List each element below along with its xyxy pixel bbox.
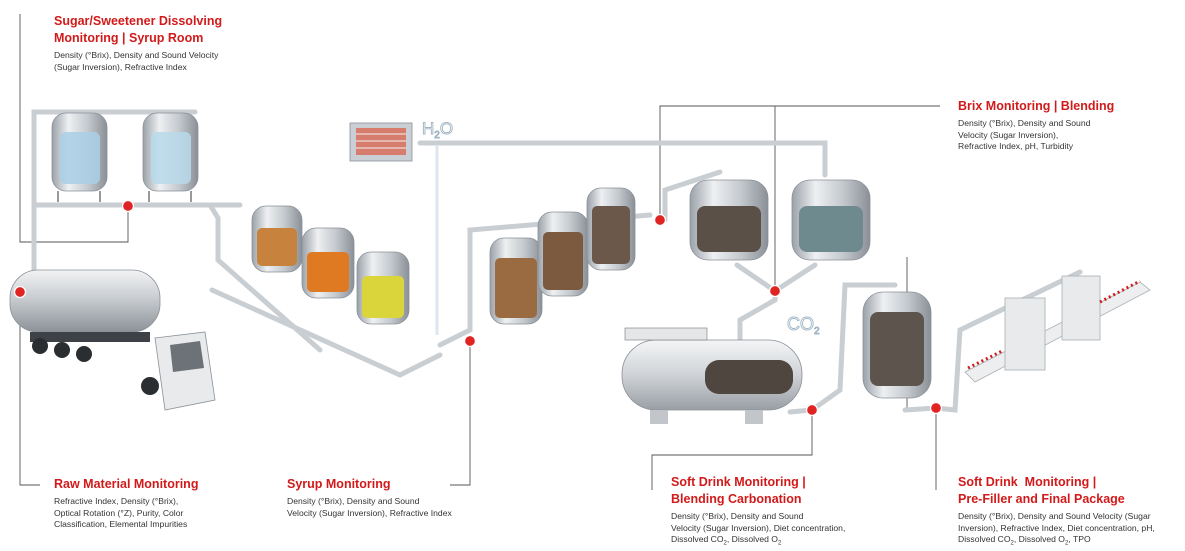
water-icon: H2O bbox=[422, 119, 453, 141]
label-soft-drink-blending: Soft Drink Monitoring | Blending Carbona… bbox=[671, 474, 845, 550]
brix-desc-3: Refractive Index, pH, Turbidity bbox=[958, 141, 1074, 151]
label-raw-material: Raw Material Monitoring Refractive Index… bbox=[54, 476, 198, 531]
sugar-title-1: Sugar/Sweetener Dissolving bbox=[54, 14, 223, 28]
label-brix-monitoring: Brix Monitoring | Blending Density (°Bri… bbox=[958, 98, 1114, 153]
softfill-desc-1: Density (°Brix), Density and Sound Veloc… bbox=[958, 511, 1151, 521]
point-blend bbox=[768, 284, 782, 298]
co2-icon: CO2 bbox=[787, 314, 820, 337]
brix-desc-2: Velocity (Sugar Inversion), bbox=[958, 129, 1059, 140]
label-syrup-monitoring: Syrup Monitoring Density (°Brix), Densit… bbox=[287, 476, 452, 519]
leader-lines bbox=[19, 14, 940, 490]
point-raw bbox=[13, 285, 27, 299]
label-sugar-dissolving: Sugar/Sweetener Dissolving Monitoring | … bbox=[54, 13, 222, 73]
softblend-desc-1: Density (°Brix), Density and Sound bbox=[671, 511, 804, 521]
sugar-desc-2: (Sugar Inversion), Refractive Index bbox=[54, 61, 187, 72]
sugar-title-2: Monitoring | Syrup Room bbox=[54, 31, 204, 45]
softfill-title-2: Pre-Filler and Final Package bbox=[958, 492, 1125, 506]
syrup-room-tanks bbox=[51, 112, 199, 202]
tanker-truck bbox=[9, 269, 216, 411]
filler-tank bbox=[862, 291, 932, 399]
softfill-title-1: Soft Drink Monitoring | bbox=[958, 475, 1097, 489]
filling-line bbox=[964, 275, 1151, 383]
softblend-desc-3: Dissolved CO2, Dissolved O2 bbox=[671, 534, 782, 547]
softfill-desc-2: Inversion), Refractive Index, Diet conce… bbox=[958, 522, 1155, 533]
softblend-title-1: Soft Drink Monitoring | bbox=[671, 475, 806, 489]
label-soft-drink-filler: Soft Drink Monitoring | Pre-Filler and F… bbox=[958, 474, 1155, 550]
leader-sugar bbox=[19, 14, 129, 243]
point-syrup bbox=[463, 334, 477, 348]
raw-title: Raw Material Monitoring bbox=[54, 477, 199, 491]
softblend-desc-2: Velocity (Sugar Inversion), Diet concent… bbox=[671, 522, 846, 533]
brown-tanks bbox=[489, 187, 636, 325]
raw-desc-3: Classification, Elemental Impurities bbox=[54, 519, 188, 529]
measurement-points bbox=[13, 199, 943, 417]
leader-raw bbox=[19, 295, 40, 486]
heat-exchanger bbox=[349, 122, 413, 162]
softblend-title-2: Blending Carbonation bbox=[671, 492, 802, 506]
leader-brix bbox=[659, 105, 776, 291]
leader-softblend bbox=[651, 410, 813, 490]
brix-desc-1: Density (°Brix), Density and Sound bbox=[958, 118, 1091, 128]
syrup-desc-1: Density (°Brix), Density and Sound bbox=[287, 496, 420, 506]
syrup-title: Syrup Monitoring bbox=[287, 477, 391, 491]
raw-desc-2: Optical Rotation (°Z), Purity, Color bbox=[54, 507, 184, 518]
leader-syrup bbox=[450, 341, 471, 486]
point-softfill bbox=[929, 401, 943, 415]
carbonation-tank bbox=[621, 327, 803, 424]
syrup-desc-2: Velocity (Sugar Inversion), Refractive I… bbox=[287, 507, 452, 518]
point-sugar bbox=[121, 199, 135, 213]
brix-title: Brix Monitoring | Blending bbox=[958, 99, 1115, 113]
raw-desc-1: Refractive Index, Density (°Brix), bbox=[54, 496, 179, 506]
sugar-desc-1: Density (°Brix), Density and Sound Veloc… bbox=[54, 50, 219, 60]
point-softblend bbox=[805, 403, 819, 417]
syrup-tanks bbox=[251, 205, 410, 325]
softfill-desc-3: Dissolved CO2, Dissolved O2, TPO bbox=[958, 534, 1091, 547]
blending-tanks bbox=[689, 179, 871, 261]
point-brix bbox=[653, 213, 667, 227]
